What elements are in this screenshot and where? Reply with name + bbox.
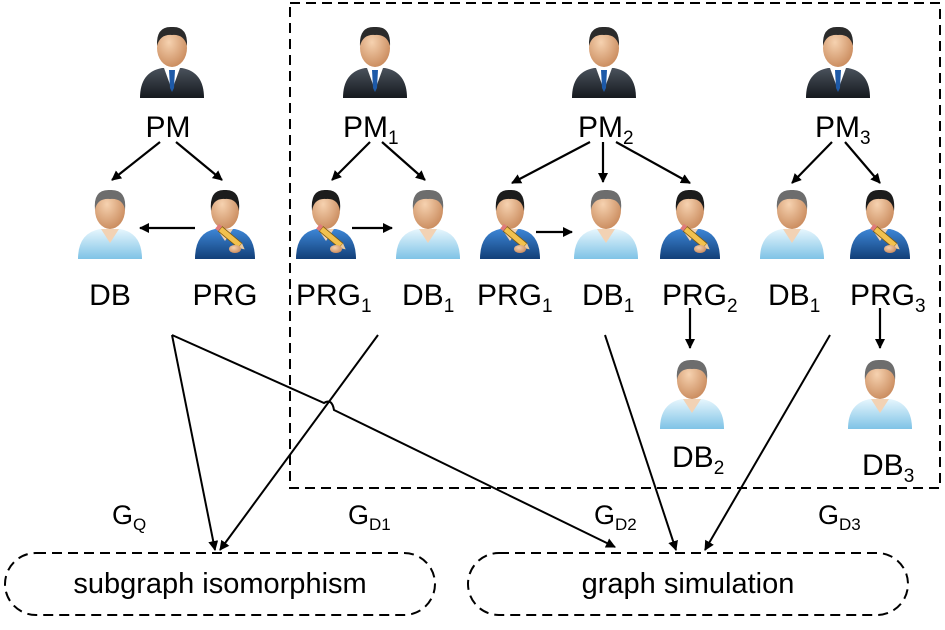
data-graphs-frame [289,2,941,489]
manager-icon [140,26,204,99]
edge-d1-pm-prg [331,141,371,181]
manager-icon [572,26,636,99]
edge-d3-pm-prg3 [844,141,881,184]
d2-prg2-label: PRG2 [662,279,738,317]
d2-pm-label: PM2 [578,111,634,149]
data-graph-1: PM1 PRG1 DB1 GD1 [295,26,460,534]
edge-pm-db [111,141,161,181]
d1-pm-label: PM1 [343,111,399,149]
data-graph-2: PM2 PRG1 DB1 PRG2 DB2 GD2 [477,26,738,534]
programmer-icon [194,189,256,260]
person-icon [396,189,460,259]
manager-icon [806,26,870,99]
d1-prg-label: PRG1 [296,279,372,317]
arrow-gq-to-simulation [171,334,616,548]
person-icon [660,359,724,429]
programmer-icon [479,189,541,260]
programmer-icon [295,189,357,260]
d2-db2-label: DB2 [672,441,724,479]
d1-db-label: DB1 [402,279,454,317]
arrow-gd2-to-simulation [604,334,678,551]
arrow-gd3-to-simulation [704,334,831,551]
programmer-icon [849,189,911,260]
graph-simulation-label: graph simulation [582,568,795,600]
edge-d2-pm-prg1 [511,141,591,184]
person-icon [574,189,638,259]
arrow-gd1-to-subgraph [219,334,379,551]
edge-d2-pm-prg2 [615,141,691,184]
person-icon [760,189,824,259]
data-graph-3: PM3 DB1 PRG3 DB3 GD3 [760,26,926,534]
query-graph: PM DB PRG GQ [78,26,258,534]
d3-prg3-label: PRG3 [850,279,926,317]
edge-pm-prg [175,141,223,181]
gd3-label: GD3 [818,500,861,534]
query-prg-label: PRG [192,279,257,312]
gd1-label: GD1 [348,500,391,534]
method-arrows [171,334,831,551]
d2-prg1-label: PRG1 [477,279,553,317]
gq-label: GQ [112,500,146,534]
manager-icon [343,26,407,99]
query-pm-label: PM [146,111,191,144]
method-graph-simulation: graph simulation [467,552,909,616]
d3-db3-label: DB3 [862,449,914,487]
query-db-label: DB [89,279,131,312]
edge-d1-pm-db [381,141,426,181]
d2-db1-label: DB1 [582,279,634,317]
d3-db1-label: DB1 [768,279,820,317]
arrow-gq-to-subgraph [171,334,219,551]
person-icon [848,359,912,429]
method-subgraph-isomorphism: subgraph isomorphism [4,552,436,616]
person-icon [78,189,142,259]
gd2-label: GD2 [594,500,637,534]
edge-d3-pm-db1 [791,141,833,184]
d3-pm-label: PM3 [815,111,871,149]
subgraph-isomorphism-label: subgraph isomorphism [73,568,366,600]
programmer-icon [659,189,721,260]
